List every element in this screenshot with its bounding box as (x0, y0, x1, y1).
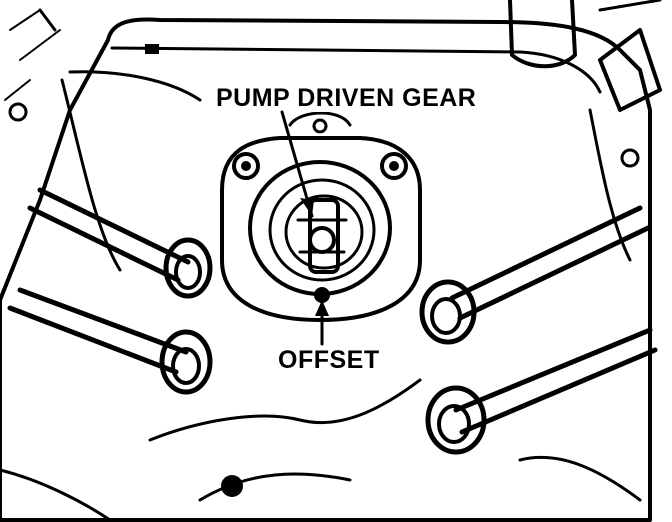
pump-drive-housing (220, 111, 422, 322)
pushrods-right (449, 205, 658, 435)
lifter-bores (159, 237, 487, 455)
pushrods-left (7, 187, 191, 375)
offset-label: OFFSET (278, 346, 380, 374)
pump-driven-gear-callout: PUMP DRIVEN GEAR (215, 80, 476, 218)
pump-driven-gear-label: PUMP DRIVEN GEAR (216, 84, 476, 112)
offset-callout: OFFSET (276, 298, 380, 374)
